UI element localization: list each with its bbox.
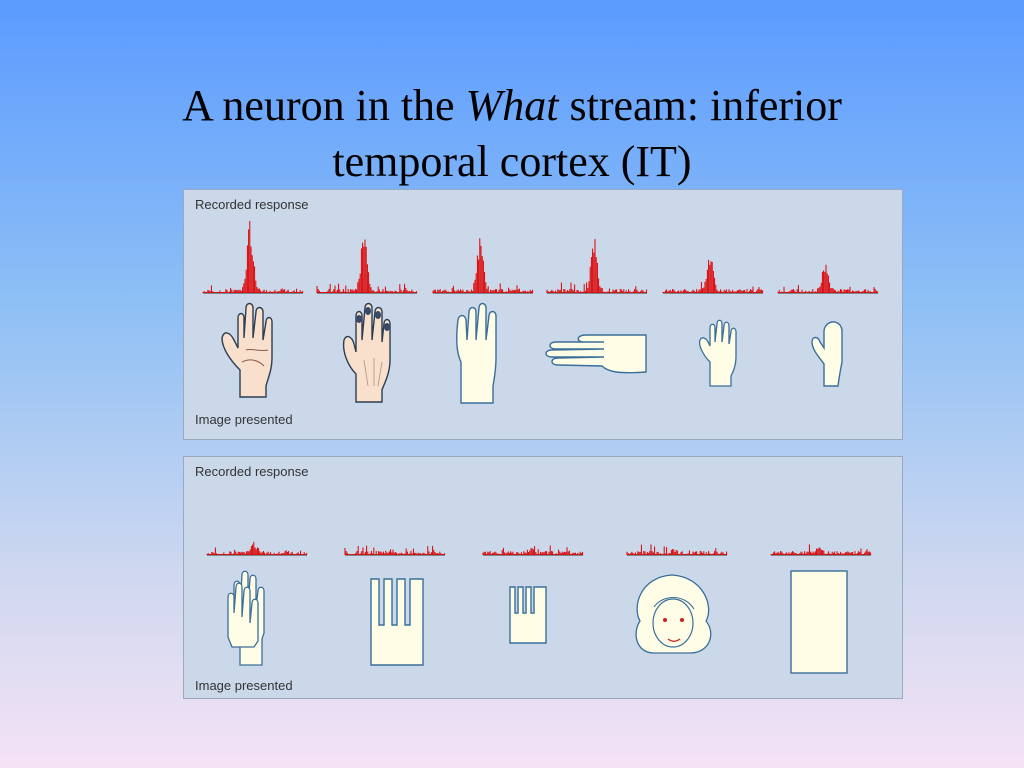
back-of-hand-stimulus xyxy=(342,302,391,403)
face-stimulus xyxy=(635,574,712,654)
title-italic: What xyxy=(465,81,559,130)
hand-outline-stimulus xyxy=(456,302,497,404)
response-histogram-hand-outline xyxy=(432,238,534,294)
recorded-response-label: Recorded response xyxy=(195,464,309,479)
image-presented-label: Image presented xyxy=(195,412,293,427)
slide-title: A neuron in the What stream: inferior te… xyxy=(0,78,1024,190)
image-presented-label: Image presented xyxy=(195,678,293,693)
rectangle-stimulus xyxy=(790,570,848,674)
non-hand-panel: Recorded response Image presented xyxy=(183,456,903,699)
response-histogram-sideways-hand xyxy=(546,239,648,294)
title-part1: A neuron in the xyxy=(182,81,466,130)
hands-panel-graphics xyxy=(202,220,879,404)
response-histogram-back-of-hand xyxy=(316,239,418,294)
response-histogram-rectangle xyxy=(770,544,872,556)
sideways-hand-stimulus xyxy=(545,334,647,374)
response-histogram-overlapping-hands xyxy=(206,541,308,556)
mitten-stimulus xyxy=(811,321,843,387)
comb-shape-stimulus xyxy=(370,578,424,666)
non-hand-panel-graphics xyxy=(206,541,872,674)
title-part2: stream: inferior xyxy=(558,81,842,130)
overlapping-hands-stimulus xyxy=(227,570,265,666)
response-histogram-mitten xyxy=(777,264,879,294)
response-histograms xyxy=(202,220,879,294)
title-line2: temporal cortex (IT) xyxy=(332,137,692,186)
response-histogram-comb-shape xyxy=(344,545,446,556)
recorded-response-label: Recorded response xyxy=(195,197,309,212)
response-histogram-small-hand xyxy=(662,259,764,294)
response-histograms xyxy=(206,541,872,556)
palm-hand-stimulus xyxy=(221,302,273,398)
small-comb-stimulus xyxy=(509,586,547,644)
response-histogram-palm-hand xyxy=(202,220,304,294)
response-histogram-face xyxy=(626,544,728,556)
small-hand-stimulus xyxy=(698,319,737,387)
response-histogram-small-comb xyxy=(482,545,584,556)
hands-panel: Recorded response xyxy=(183,189,903,440)
